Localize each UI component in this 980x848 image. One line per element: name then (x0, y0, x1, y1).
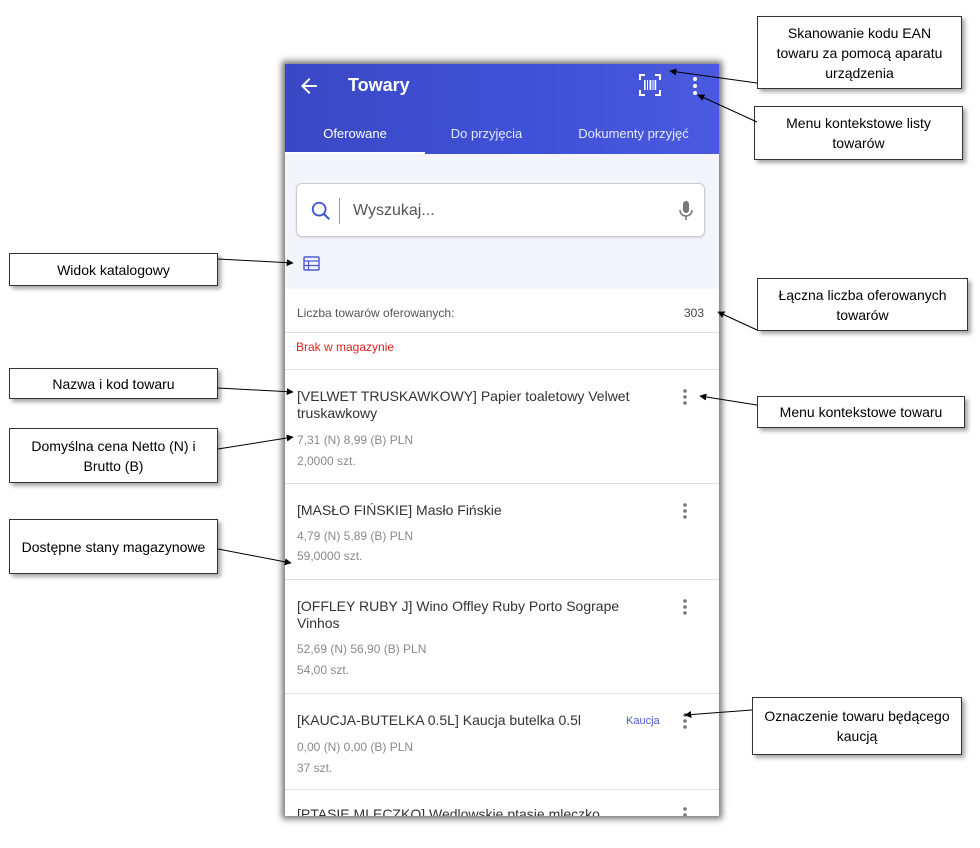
callout-item-menu: Menu kontekstowe towaru (757, 396, 965, 428)
deposit-badge: Kaucja (626, 715, 660, 727)
item-name: [OFFLEY RUBY J] Wino Offley Ruby Porto S… (297, 598, 620, 631)
count-label: Liczba towarów oferowanych: (297, 306, 455, 320)
section-label-out-of-stock: Brak w magazynie (296, 340, 395, 354)
list-item[interactable]: [KAUCJA-BUTELKA 0.5L] Kaucja butelka 0.5… (285, 693, 719, 789)
list-item[interactable]: [VELWET TRUSKAWKOWY] Papier toaletowy Ve… (285, 369, 719, 483)
callout-deposit: Oznaczenie towaru będącego kaucją (752, 697, 962, 755)
microphone-icon[interactable] (677, 200, 695, 222)
list-item[interactable]: [PTASIE MLECZKO] Wedlowskie ptasie mlecz… (285, 789, 719, 816)
list-item[interactable]: [OFFLEY RUBY J] Wino Offley Ruby Porto S… (285, 579, 719, 693)
callout-name-code: Nazwa i kod towaru (9, 368, 218, 399)
item-more-icon[interactable] (682, 806, 688, 816)
item-qty: 59,0000 szt. (297, 549, 363, 563)
product-list: Liczba towarów oferowanych: 303 Brak w m… (285, 289, 719, 816)
item-name: [VELWET TRUSKAWKOWY] Papier toaletowy Ve… (297, 388, 630, 421)
item-name: [MASŁO FIŃSKIE] Masło Fińskie (297, 502, 502, 518)
count-value: 303 (683, 306, 704, 320)
item-more-icon[interactable] (682, 598, 688, 616)
tab-oferowane[interactable]: Oferowane (285, 120, 425, 154)
item-name: [PTASIE MLECZKO] Wedlowskie ptasie mlecz… (297, 806, 600, 816)
callout-catalog: Widok katalogowy (9, 253, 218, 286)
search-input[interactable] (353, 196, 653, 226)
callout-price: Domyślna cena Netto (N) i Brutto (B) (9, 428, 218, 483)
callout-scan: Skanowanie kodu EAN towaru za pomocą apa… (757, 16, 962, 89)
tab-do-przyjecia[interactable]: Do przyjęcia (450, 126, 523, 141)
more-vert-icon[interactable] (683, 74, 707, 98)
barcode-scan-icon[interactable] (638, 73, 662, 97)
list-item[interactable]: [MASŁO FIŃSKIE] Masło Fińskie 4,79 (N) 5… (285, 483, 719, 579)
item-more-icon[interactable] (682, 388, 688, 406)
item-price: 52,69 (N) 56,90 (B) PLN (297, 642, 427, 656)
item-qty: 2,0000 szt. (297, 454, 356, 468)
tab-dokumenty-przyjec[interactable]: Dokumenty przyjęć (578, 126, 689, 141)
item-price: 4,79 (N) 5,89 (B) PLN (297, 529, 414, 543)
search-icon (311, 201, 330, 220)
app-bar: Towary Oferowane Do przyjęcia Dokumenty … (285, 64, 719, 154)
item-qty: 54,00 szt. (297, 663, 350, 677)
back-arrow-icon[interactable] (297, 74, 321, 98)
callout-stock: Dostępne stany magazynowe (9, 519, 218, 574)
item-more-icon[interactable] (682, 712, 688, 730)
item-more-icon[interactable] (682, 502, 688, 520)
search-divider (339, 198, 340, 224)
page-title: Towary (348, 75, 410, 95)
tab-bar: Oferowane Do przyjęcia Dokumenty przyjęć (285, 120, 719, 154)
phone-screen: Towary Oferowane Do przyjęcia Dokumenty … (285, 64, 719, 816)
item-price: 0,00 (N) 0,00 (B) PLN (297, 740, 414, 754)
callout-total: Łączna liczba oferowanych towarów (757, 278, 968, 331)
search-box (296, 183, 705, 237)
item-qty: 37 szt. (297, 761, 333, 775)
count-row: Liczba towarów oferowanych: 303 (285, 289, 719, 333)
catalog-view-icon[interactable] (303, 256, 320, 271)
item-name: [KAUCJA-BUTELKA 0.5L] Kaucja butelka 0.5… (297, 712, 582, 728)
callout-list-menu: Menu kontekstowe listy towarów (754, 106, 963, 160)
item-price: 7,31 (N) 8,99 (B) PLN (297, 433, 414, 447)
